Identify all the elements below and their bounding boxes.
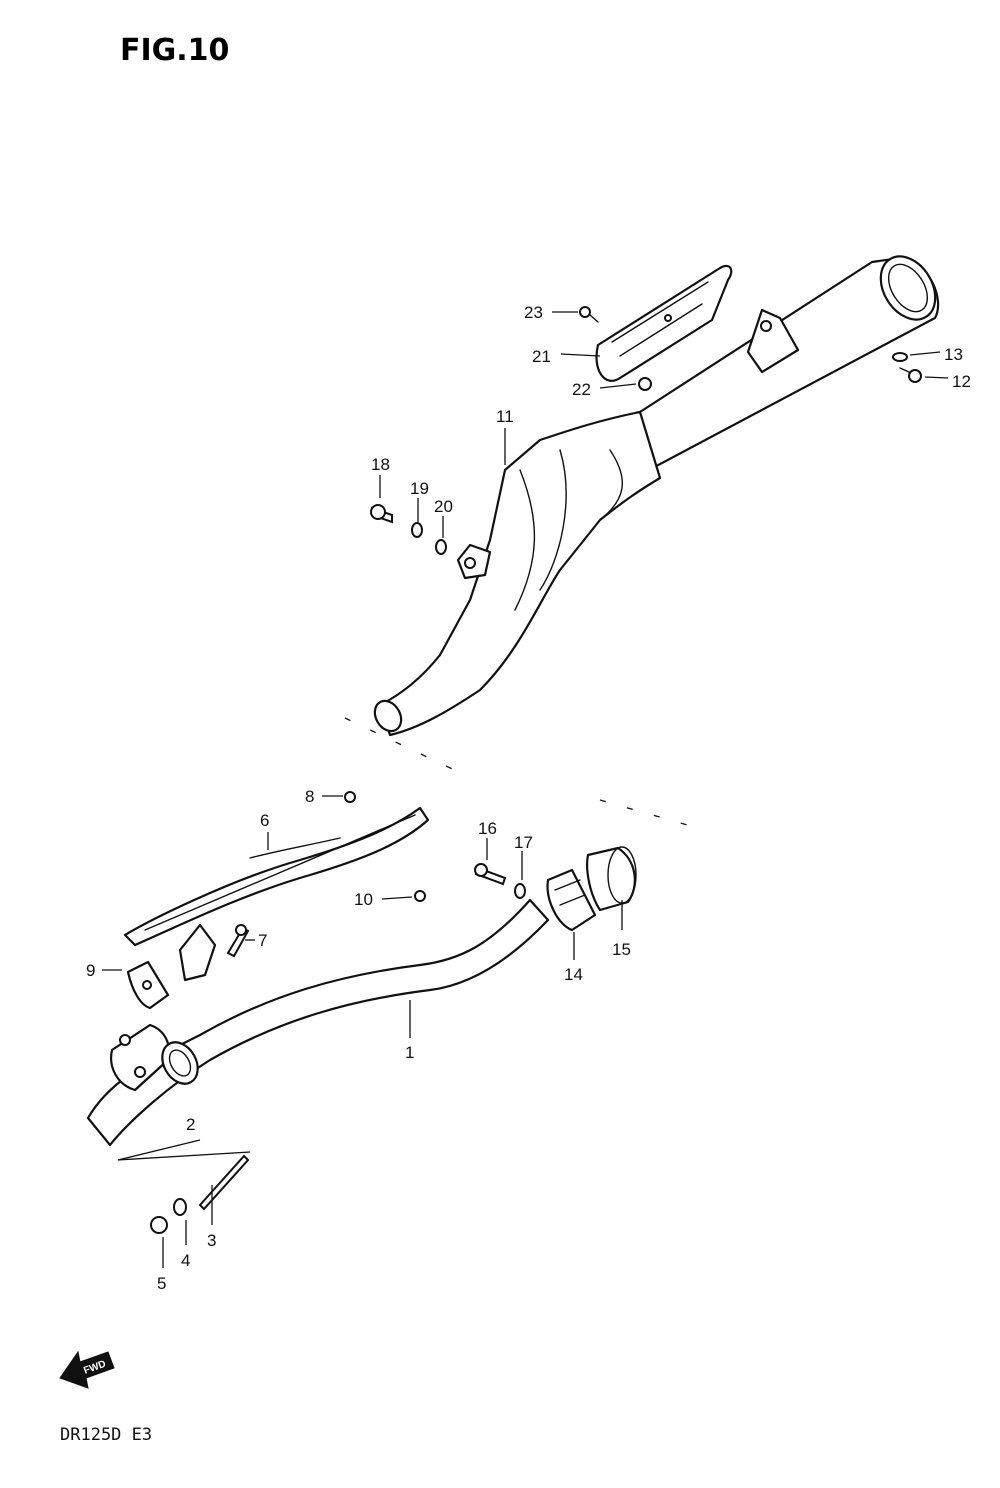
model-code: DR125D E3 (60, 1425, 152, 1445)
washer-17 (514, 883, 526, 899)
nut-8 (344, 791, 356, 803)
callout-13: 13 (944, 345, 963, 364)
callout-23: 23 (524, 303, 543, 322)
callout-22: 22 (572, 380, 591, 399)
callout-18: 18 (371, 455, 390, 474)
nut-10 (414, 890, 426, 902)
callout-12: 12 (952, 372, 971, 391)
callout-1: 1 (405, 1043, 414, 1062)
callout-8: 8 (305, 787, 314, 806)
nut-5 (150, 1216, 168, 1234)
bolt-18 (370, 504, 393, 524)
bolt-16 (474, 863, 507, 886)
callout-17: 17 (514, 833, 533, 852)
alignment-lines (117, 717, 706, 1161)
callout-7: 7 (258, 931, 267, 950)
callout-5: 5 (157, 1274, 166, 1293)
callout-20: 20 (434, 497, 453, 516)
muffler-tapered-section (378, 410, 662, 737)
callout-21: 21 (532, 347, 551, 366)
callout-9: 9 (86, 961, 95, 980)
washer-19 (411, 522, 423, 538)
muffler-end-cap (879, 255, 937, 321)
callout-4: 4 (181, 1251, 190, 1270)
callout-15: 15 (612, 940, 631, 959)
callout-11: 11 (496, 407, 514, 426)
callout-2: 2 (186, 1115, 195, 1134)
upper-heat-shield (595, 264, 733, 382)
washer-4 (173, 1198, 187, 1216)
callout-10: 10 (354, 890, 373, 909)
callout-19: 19 (410, 479, 429, 498)
washer-20 (435, 539, 447, 555)
bolt-23 (579, 306, 599, 323)
nut-22 (638, 377, 652, 391)
muffler-assembly (373, 255, 940, 737)
lower-heat-protector (123, 806, 430, 1010)
fwd-arrow-icon: FWD (59, 1350, 115, 1389)
bolt-12 (899, 367, 922, 383)
callout-16: 16 (478, 819, 497, 838)
callout-14: 14 (564, 965, 583, 984)
pipe-bracket (178, 923, 217, 982)
washer-13 (892, 352, 908, 362)
figure-title: FIG.10 (120, 33, 229, 68)
exhaust-pipe (86, 898, 550, 1147)
callout-3: 3 (207, 1231, 216, 1250)
pipe-seal-and-connector (546, 846, 637, 932)
leader-lines (102, 311, 949, 1268)
muffler-inlet (373, 699, 403, 733)
bolt-7 (226, 924, 250, 958)
connector-sleeve (586, 846, 636, 912)
stud-3 (198, 1154, 250, 1211)
callout-6: 6 (260, 811, 269, 830)
